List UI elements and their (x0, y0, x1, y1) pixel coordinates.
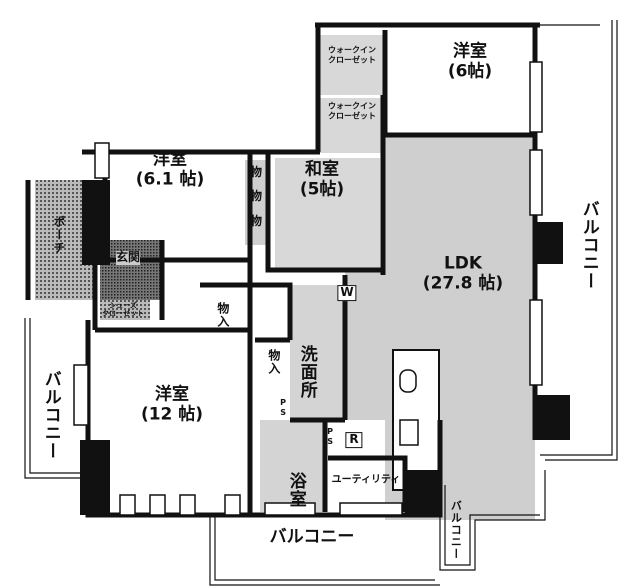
label-line: クローゼット (328, 111, 376, 120)
storage-label: 物 (249, 165, 263, 180)
room-wic-1: ウォークインクローゼット (328, 45, 376, 64)
washroom-floor (290, 285, 345, 420)
label-line: クローゼット (328, 55, 376, 64)
sink (399, 369, 417, 393)
room-japanese-5: 和室(5帖) (300, 160, 344, 199)
room-utility: ユーティリティ (331, 474, 401, 486)
ps-label: PS (278, 398, 288, 418)
walls (25, 22, 540, 518)
room-size: (27.8 帖) (422, 273, 504, 293)
room-ldk: LDK(27.8 帖) (423, 254, 503, 293)
entrance-floor (100, 240, 162, 300)
room-name: 洋室 (152, 149, 187, 170)
shoe-closet-floor (100, 300, 150, 320)
pillar (405, 470, 440, 515)
pillar (535, 222, 563, 264)
windows (73, 61, 543, 516)
room-size: (12 帖) (140, 404, 204, 424)
wic-floor-2 (320, 98, 383, 153)
room-size: (6.1 帖) (135, 169, 205, 189)
pillar (82, 180, 110, 265)
room-western-12: 洋室(12 帖) (141, 385, 203, 424)
bath-floor (260, 420, 325, 512)
balcony-right: バルコニー (578, 200, 599, 290)
room-name: 洋室 (453, 41, 487, 62)
room-name: 和室 (305, 159, 339, 180)
storage-label: 物 (249, 189, 263, 204)
label-line: ウォークイン (328, 101, 376, 111)
room-storage-1: 物入 (215, 302, 230, 328)
room-name: 洋室 (155, 384, 189, 405)
washer-label: W (337, 285, 357, 301)
room-size: (5帖) (299, 179, 345, 199)
pillar (535, 395, 570, 440)
balcony-bottom: バルコニー (269, 527, 355, 548)
room-name: LDK (443, 253, 483, 274)
balcony-bottom-small: バルコニー (449, 500, 463, 560)
room-western-6: 洋室(6帖) (448, 42, 492, 81)
room-wic-2: ウォークインクローゼット (328, 101, 376, 120)
room-washroom: 洗面所 (296, 345, 317, 399)
storage-label: 物 (249, 214, 263, 229)
pillar (80, 440, 110, 515)
room-storage-2: 物入 (266, 349, 281, 375)
ps-label: PS (325, 427, 335, 447)
label-line: クローゼット (102, 310, 144, 318)
label-line: シューズ (109, 301, 137, 310)
japanese-room-floor (275, 158, 380, 270)
balcony-left: バルコニー (40, 370, 61, 460)
room-size: (6帖) (447, 61, 493, 81)
balcony-lines (24, 20, 618, 586)
room-bathroom: 浴室 (285, 472, 306, 508)
label-line: ウォークイン (328, 45, 376, 55)
stove (399, 419, 419, 446)
room-entrance: 玄関 (115, 250, 141, 265)
room-shoe-closet: シューズクローゼット (102, 302, 144, 319)
wic-floor-1 (320, 35, 383, 95)
room-western-6-1: 洋室(6.1 帖) (136, 150, 205, 189)
room-porch: ポーチ (51, 215, 66, 255)
fridge-label: R (345, 432, 363, 448)
